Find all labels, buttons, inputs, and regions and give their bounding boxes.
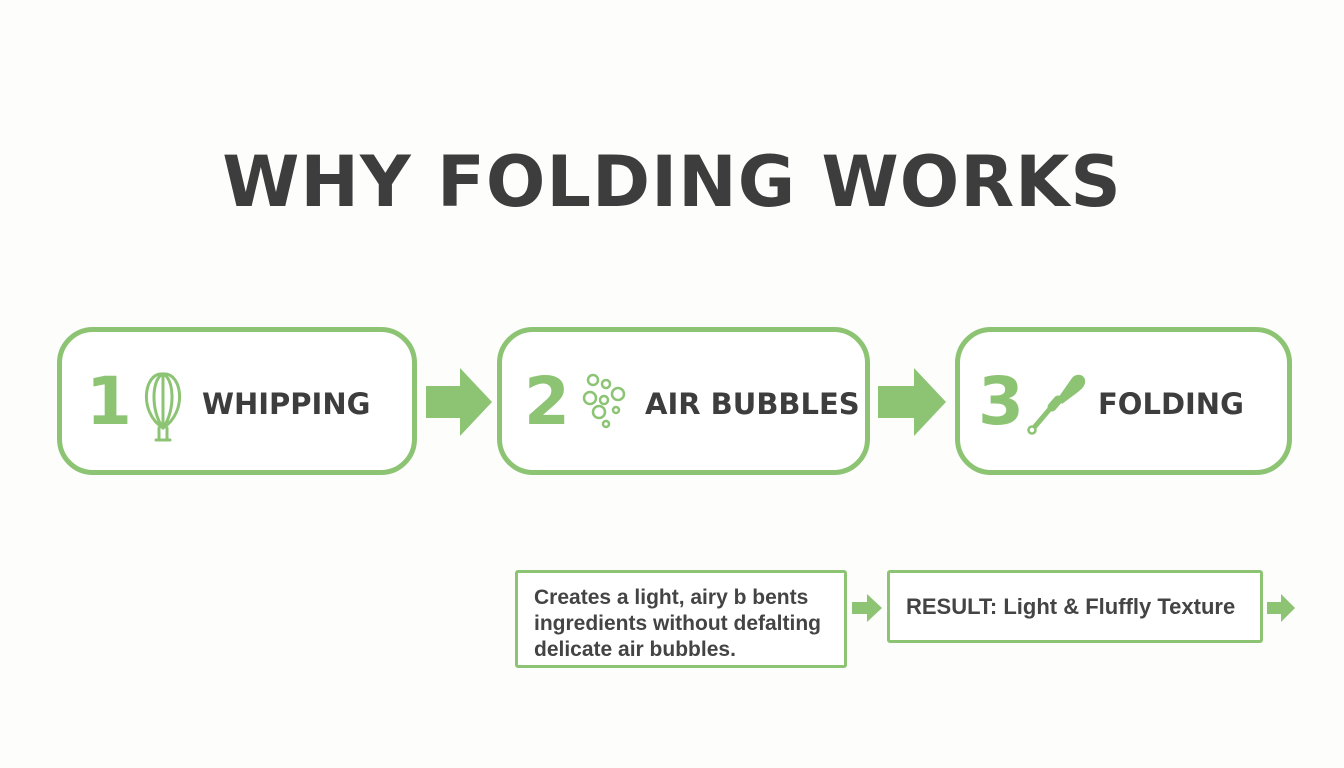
- result-text: RESULT: Light & Fluffly Texture: [906, 594, 1236, 619]
- step-2-box: 2 AIR BUBBLES: [497, 327, 870, 475]
- step-1-number: 1: [86, 363, 132, 440]
- bubbles-icon: [582, 370, 630, 435]
- arrow-right-icon: [852, 594, 882, 627]
- step-1-box: 1 WHIPPING: [57, 327, 417, 475]
- arrow-right-icon: [1267, 594, 1295, 627]
- result-box: RESULT: Light & Fluffly Texture: [887, 570, 1263, 643]
- step-3-box: 3 FOLDING: [955, 327, 1292, 475]
- explanation-box: Creates a light, airy b bents ingredient…: [515, 570, 847, 668]
- explanation-text: Creates a light, airy b bents ingredient…: [534, 586, 821, 661]
- step-3-label: FOLDING: [1098, 387, 1244, 421]
- step-2-number: 2: [524, 363, 570, 440]
- step-3-number: 3: [978, 363, 1024, 440]
- spatula-icon: [1024, 370, 1090, 441]
- diagram-title: WHY FOLDING WORKS: [222, 141, 1122, 223]
- step-2-label: AIR BUBBLES: [645, 387, 860, 421]
- whisk-icon: [140, 370, 186, 449]
- arrow-right-icon: [426, 368, 492, 441]
- arrow-right-icon: [878, 368, 946, 441]
- step-1-label: WHIPPING: [202, 387, 371, 421]
